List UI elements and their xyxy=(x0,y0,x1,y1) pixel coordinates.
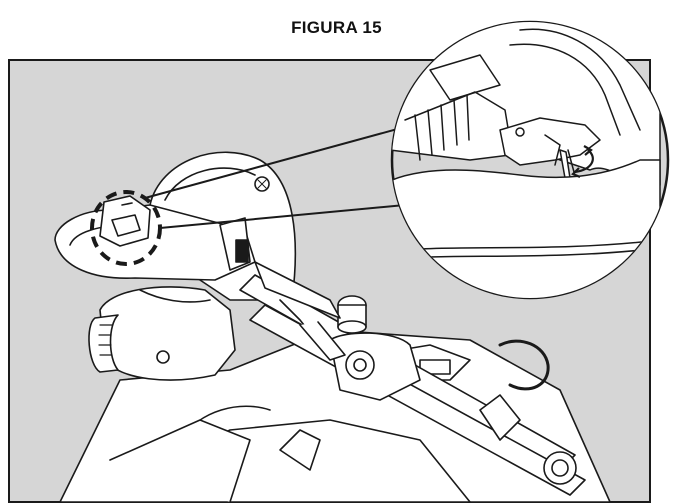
magnified-detail-circle xyxy=(390,20,670,300)
motor-housing xyxy=(88,286,236,381)
callout-leader-lines xyxy=(144,124,413,229)
figure-title: FIGURA 15 xyxy=(291,18,382,37)
lock-tab xyxy=(99,195,151,247)
pivot-knob xyxy=(329,295,421,401)
